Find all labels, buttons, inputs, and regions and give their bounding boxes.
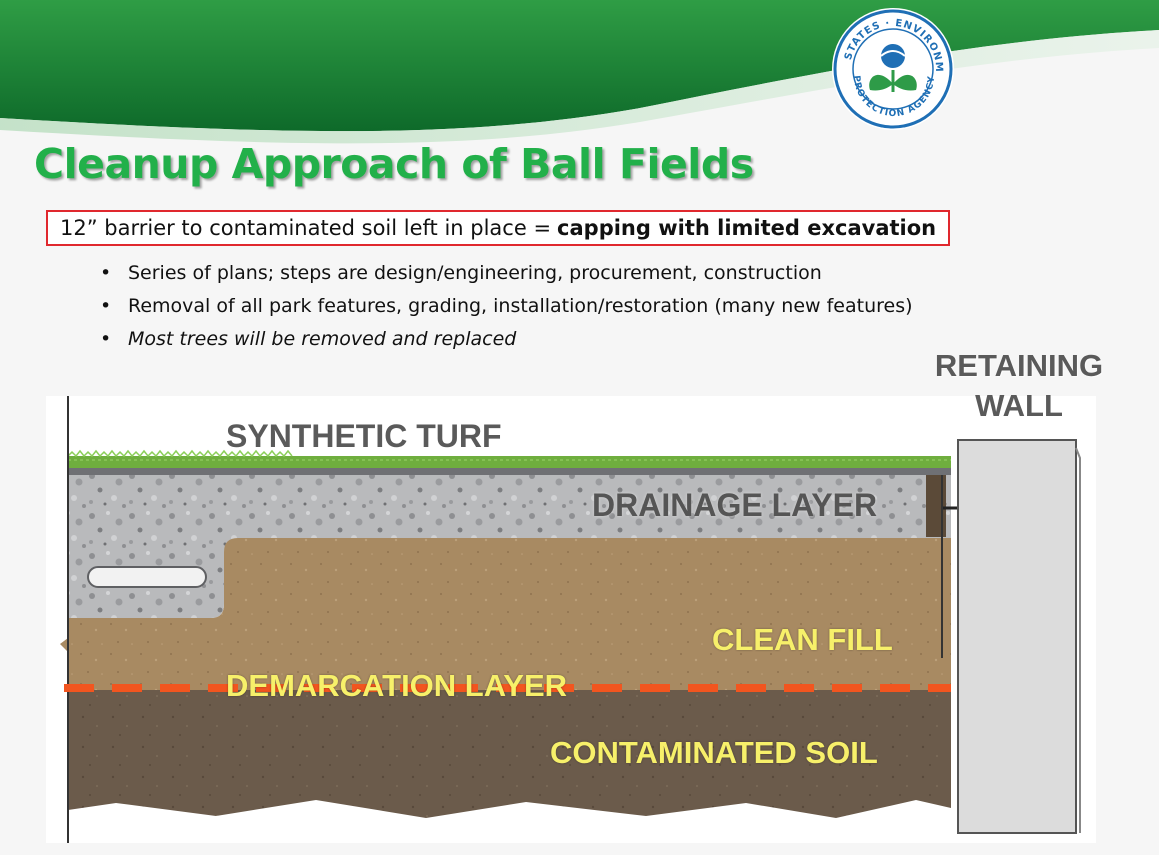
list-item: •Removal of all park features, grading, … xyxy=(100,291,913,324)
label-retaining-wall: RETAINING WALL xyxy=(934,348,1104,423)
list-item: •Most trees will be removed and replaced xyxy=(100,324,913,357)
bullet-list: •Series of plans; steps are design/engin… xyxy=(100,258,913,357)
cross-section-graphic xyxy=(46,396,1096,843)
bullet-symbol: • xyxy=(100,295,112,317)
headline-regular-text: 12” barrier to contaminated soil left in… xyxy=(60,216,552,240)
soil-cross-section-diagram: SYNTHETIC TURF DRAINAGE LAYER CLEAN FILL… xyxy=(46,348,1096,843)
list-item: •Series of plans; steps are design/engin… xyxy=(100,258,913,291)
retaining-wall xyxy=(957,439,1077,834)
label-synthetic-turf: SYNTHETIC TURF xyxy=(226,418,502,454)
bullet-symbol: • xyxy=(100,328,112,350)
headline-bold-text: capping with limited excavation xyxy=(557,216,937,240)
headline-callout: 12” barrier to contaminated soil left in… xyxy=(46,210,951,246)
drainage-layer xyxy=(68,472,951,618)
bullet-symbol: • xyxy=(100,262,112,284)
label-demarcation-layer: DEMARCATION LAYER xyxy=(226,668,568,703)
label-clean-fill: CLEAN FILL xyxy=(712,622,893,657)
turf-base-strip xyxy=(68,467,951,475)
header-wave-banner xyxy=(0,0,1159,144)
label-drainage-layer: DRAINAGE LAYER xyxy=(592,487,878,523)
synthetic-turf-layer xyxy=(68,456,951,468)
drain-pipe xyxy=(87,566,207,588)
epa-seal-logo: UNITED STATES · ENVIRONMENTAL PROTECTION… xyxy=(825,0,956,132)
slide-title: Cleanup Approach of Ball Fields xyxy=(34,140,754,188)
label-contaminated-soil: CONTAMINATED SOIL xyxy=(550,735,878,770)
clean-fill-layer xyxy=(60,538,951,690)
contaminated-soil-layer xyxy=(68,690,951,818)
